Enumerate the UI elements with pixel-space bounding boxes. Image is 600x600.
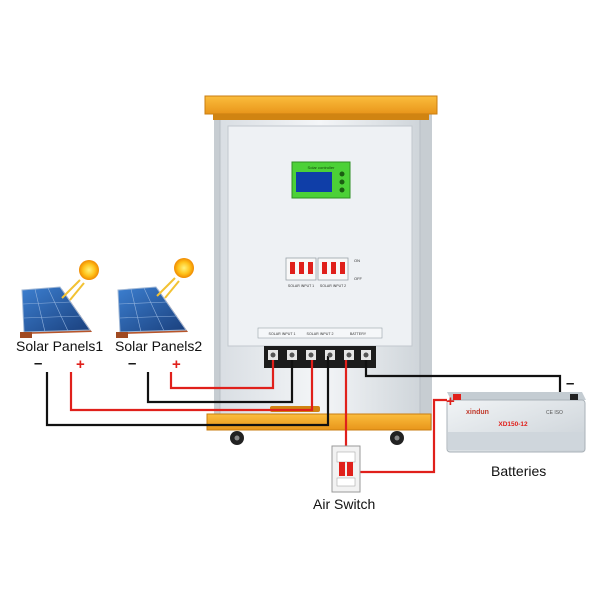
controller-cabinet: Solar controller ON OFF SOLAR INPUT 1 SO… — [204, 95, 438, 445]
breaker-input-2-label: SOLAR INPUT 2 — [320, 284, 346, 288]
battery-terminal-positive — [453, 394, 461, 400]
breaker-group: ON OFF SOLAR INPUT 1 SOLAR INPUT 2 — [285, 257, 363, 288]
panel1-minus-sign: – — [34, 355, 43, 372]
batteries-label: Batteries — [491, 463, 547, 479]
display-button-2 — [339, 179, 345, 185]
panel1-plus-sign: + — [76, 356, 85, 373]
terminal-battery-label: BATTERY — [350, 332, 367, 336]
terminal-solar-2-label: SOLAR INPUT 2 — [307, 332, 334, 336]
sun-icon-2 — [156, 258, 194, 299]
terminal-block — [264, 346, 376, 368]
wires — [45, 356, 562, 490]
battery-terminal-negative — [570, 394, 578, 400]
controller-screen — [296, 172, 332, 192]
battery: xindun CE ISO XD150-12 — [446, 392, 586, 453]
solar-panel-2 — [116, 286, 188, 338]
wire-battery-negative — [364, 360, 562, 392]
air-switch-label: Air Switch — [313, 496, 376, 512]
battery-plus-sign: + — [446, 393, 455, 410]
panel2-minus-sign: – — [128, 355, 137, 372]
air-switch-lever-left — [339, 462, 345, 476]
cabinet-roof — [204, 95, 438, 115]
battery-model: XD150-12 — [498, 421, 528, 428]
solar-panels-2-label: Solar Panels2 — [115, 338, 203, 354]
battery-cert: CE ISO — [546, 410, 563, 416]
panel2-plus-sign: + — [172, 356, 181, 373]
breaker-on-label: ON — [354, 258, 360, 263]
battery-minus-sign: – — [566, 375, 575, 392]
display-button-3 — [339, 187, 345, 193]
display-button-1 — [339, 171, 345, 177]
wire-panel2-positive — [169, 360, 275, 390]
air-switch — [331, 445, 361, 493]
solar-panels-1-label: Solar Panels1 — [16, 338, 104, 354]
terminal-solar-1-label: SOLAR INPUT 1 — [269, 332, 296, 336]
sun-icon-1 — [61, 260, 99, 301]
display-caption: Solar controller — [308, 165, 336, 170]
cabinet-base — [206, 413, 432, 431]
wire-panel2-negative — [146, 360, 294, 404]
solar-panel-1 — [20, 286, 92, 338]
breaker-off-label: OFF — [354, 276, 363, 281]
wire-panel1-positive — [69, 360, 314, 412]
wire-panel1-negative — [45, 356, 330, 427]
breaker-input-1-label: SOLAR INPUT 1 — [288, 284, 314, 288]
battery-brand: xindun — [466, 409, 489, 416]
air-switch-lever-right — [347, 462, 353, 476]
